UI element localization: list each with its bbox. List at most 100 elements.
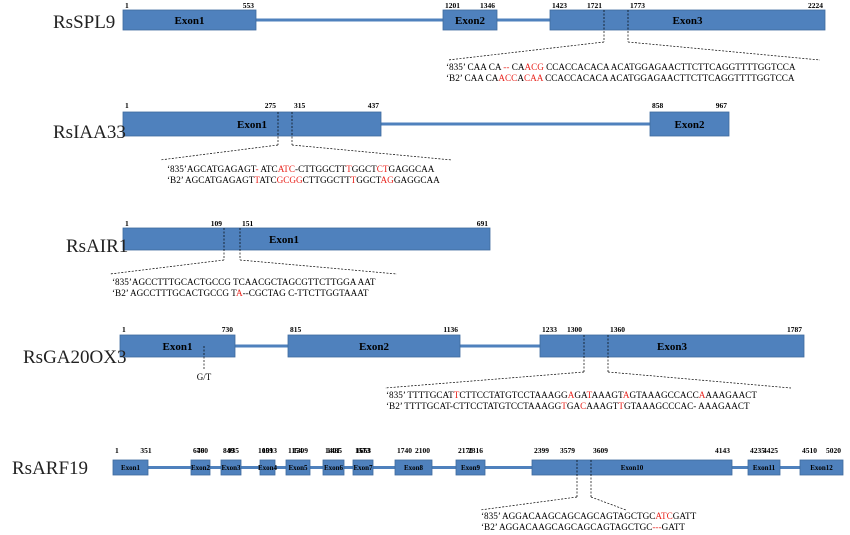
exon-box	[112, 459, 149, 476]
exon-box	[259, 459, 276, 476]
exon-box	[549, 9, 826, 31]
exon-start-position: 1401	[325, 446, 340, 455]
exon-box	[119, 334, 236, 358]
exon-end-position: 935	[228, 446, 240, 455]
zoom-line-left	[384, 371, 585, 389]
zoom-line-right	[291, 144, 453, 161]
zoom-line-left	[109, 259, 225, 275]
exon-start-position: 1201	[445, 1, 460, 10]
exon-end-position: 553	[243, 1, 255, 10]
exon-label: Exon2	[675, 119, 705, 131]
exon-label: Exon1	[175, 15, 205, 27]
target-site-position: 1300	[567, 325, 582, 334]
exon-end-position: 1346	[480, 1, 495, 10]
exon-start-position: 1	[125, 219, 129, 228]
exon-box	[122, 111, 382, 137]
gene-name: RsARF19	[12, 458, 88, 479]
zoom-line-right	[239, 259, 398, 275]
exon-start-position: 4510	[802, 446, 817, 455]
exon-box	[285, 459, 311, 476]
exon-start-position: 1573	[355, 446, 370, 455]
zoom-line-right	[627, 41, 821, 61]
target-site-position: 109	[211, 219, 223, 228]
exon-end-position: 1663	[356, 446, 371, 455]
exon-end-position: 1309	[293, 446, 308, 455]
exon-end-position: 730	[222, 325, 234, 334]
target-site-position: 275	[265, 101, 277, 110]
sequence-835: ‘835’AGCATGAGAGT- ATCATC-CTTGGCTTTGGCTCT…	[167, 164, 435, 174]
sequence-835: ‘835’ AGGACAAGCAGCAGCAGTAGCTGCATCGATT	[481, 511, 697, 521]
exon-end-position: 351	[140, 446, 152, 455]
exon-label: Exon1	[163, 341, 193, 353]
exon-start-position: 1423	[552, 1, 567, 10]
exon-box	[394, 459, 433, 476]
gene-name: RsSPL9	[53, 12, 115, 33]
exon-end-position: 4425	[763, 446, 778, 455]
zoom-line-left	[479, 496, 578, 511]
exon-label: Exon12	[810, 464, 833, 472]
zoom-line-right	[607, 371, 792, 389]
sequence-835: ‘835’ CAA CA -- CAACG CCACCACACA ACATGGA…	[446, 62, 796, 72]
target-site-position: 1721	[587, 1, 602, 10]
snp-label: G/T	[197, 372, 212, 382]
gene-rsiaa33: ‘835’AGCATGAGAGT- ATCATC-CTTGGCTTTGGCTCT…	[122, 111, 730, 185]
exon-box	[322, 459, 345, 476]
exon-start-position: 1	[115, 446, 119, 455]
exon-start-position: 849	[223, 446, 235, 455]
exon-start-position: 1	[125, 101, 129, 110]
exon-box	[649, 111, 730, 137]
gene-rsspl9: ‘835’ CAA CA -- CAACG CCACCACACA ACATGGA…	[122, 9, 826, 83]
exon-end-position: 5020	[826, 446, 841, 455]
exon-box	[799, 459, 844, 476]
exon-box	[190, 459, 211, 476]
exon-end-position: 1485	[327, 446, 342, 455]
exon-start-position: 640	[193, 446, 205, 455]
exon-start-position: 815	[290, 325, 302, 334]
exon-box	[287, 334, 461, 358]
gene-name: RsAIR1	[66, 236, 128, 257]
exon-label: Exon6	[324, 464, 344, 472]
target-site-position: 151	[242, 219, 254, 228]
exon-label: Exon4	[258, 464, 278, 472]
exon-label: Exon2	[359, 341, 389, 353]
zoom-line-left	[447, 41, 605, 61]
sequence-b2: ‘B2’ AGGACAAGCAGCAGCAGTAGCTGC---GATT	[481, 522, 685, 532]
exon-end-position: 2100	[415, 446, 430, 455]
exon-label: Exon1	[269, 234, 299, 246]
target-site-position: 3579	[560, 446, 575, 455]
exon-label: Exon8	[404, 464, 424, 472]
exon-end-position: 2224	[808, 1, 823, 10]
exon-box	[442, 9, 498, 31]
exon-label: Exon9	[461, 464, 481, 472]
exon-box	[539, 334, 805, 358]
sequence-b2: ‘B2’ AGCCTTTGCACTGCCG TA--CGCTAG C-TTCTT…	[112, 288, 369, 298]
sequence-b2: ‘B2’ CAA CAACCACAA CCACCACACA ACATGGAGAA…	[446, 73, 795, 83]
exon-start-position: 4235	[750, 446, 765, 455]
exon-start-position: 2399	[534, 446, 549, 455]
exon-label: Exon1	[121, 464, 141, 472]
target-site-position: 1360	[610, 325, 625, 334]
exon-start-position: 1154	[288, 446, 303, 455]
sequence-835: ‘835’ TTTTGCATTCTTCCTATGTCCTAAAGGAGATAAA…	[386, 390, 757, 400]
exon-label: Exon2	[191, 464, 211, 472]
exon-end-position: 1136	[443, 325, 458, 334]
sequence-835: ‘835’AGCCTTTGCACTGCCG TCAACGCTAGCGTTCTTG…	[112, 277, 376, 287]
zoom-line-left	[159, 144, 279, 161]
exon-start-position: 1740	[397, 446, 412, 455]
gene-rsarf19: ‘835’ AGGACAAGCAGCAGCAGTAGCTGCATCGATT‘B2…	[112, 459, 844, 532]
gene-rsair1: ‘835’AGCCTTTGCACTGCCG TCAACGCTAGCGTTCTTG…	[109, 227, 491, 298]
exon-start-position: 1	[125, 1, 129, 10]
exon-box	[747, 459, 781, 476]
exon-box	[220, 459, 242, 476]
exon-box	[455, 459, 486, 476]
exon-end-position: 2316	[468, 446, 483, 455]
target-site-position: 315	[294, 101, 306, 110]
exon-end-position: 1787	[787, 325, 802, 334]
exon-label: Exon1	[237, 119, 267, 131]
target-site-position: 1773	[630, 1, 645, 10]
exon-end-position: 691	[477, 219, 489, 228]
gene-name: RsIAA33	[53, 122, 126, 143]
exon-box	[122, 9, 257, 31]
exon-label: Exon3	[673, 15, 703, 27]
